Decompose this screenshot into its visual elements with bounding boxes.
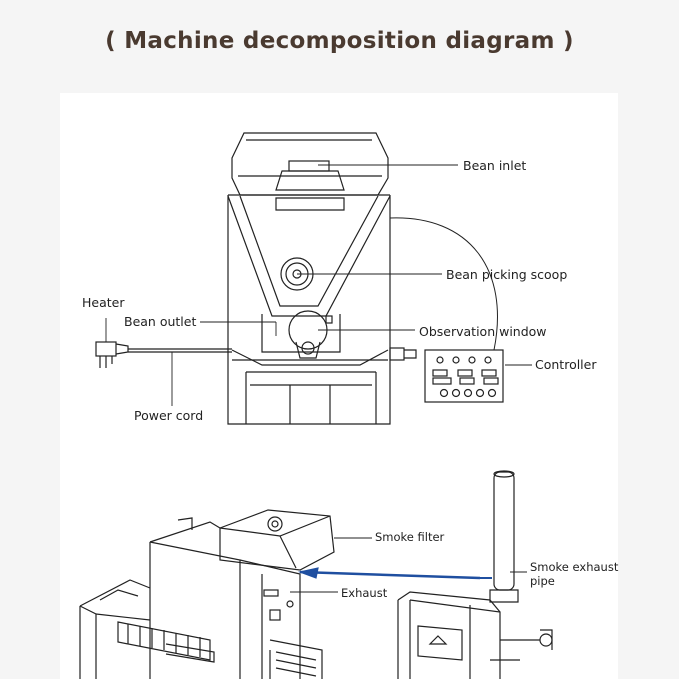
bottom-machine — [79, 509, 335, 679]
exhaust-arrow — [297, 567, 492, 580]
label-power-cord: Power cord — [134, 408, 204, 423]
label-bean-picking-scoop: Bean picking scoop — [446, 267, 568, 282]
page-title: ( Machine decomposition diagram ) — [105, 28, 574, 54]
leader-lines-bottom — [290, 537, 527, 593]
observation-window — [288, 310, 333, 359]
label-observation-window: Observation window — [419, 324, 547, 339]
label-bean-inlet: Bean inlet — [463, 158, 527, 173]
heater-plug — [95, 341, 232, 368]
diagram-panel — [60, 93, 618, 679]
right-machine-part — [397, 591, 553, 679]
bean-inlet-part — [275, 160, 345, 211]
label-exhaust: Exhaust — [341, 586, 388, 600]
machine-lid — [231, 132, 389, 196]
label-controller: Controller — [535, 357, 597, 372]
leader-lines-top — [105, 164, 532, 406]
controller-cable — [389, 217, 498, 351]
label-smoke-exhaust-pipe-line1: Smoke exhaust — [530, 560, 619, 574]
smoke-exhaust-pipe — [489, 470, 519, 603]
label-heater: Heater — [82, 295, 125, 310]
label-smoke-exhaust-pipe-line2: pipe — [530, 574, 555, 588]
label-smoke-filter: Smoke filter — [375, 530, 445, 544]
label-bean-outlet: Bean outlet — [124, 314, 197, 329]
machine-body — [227, 194, 417, 425]
controller-panel — [424, 349, 504, 403]
